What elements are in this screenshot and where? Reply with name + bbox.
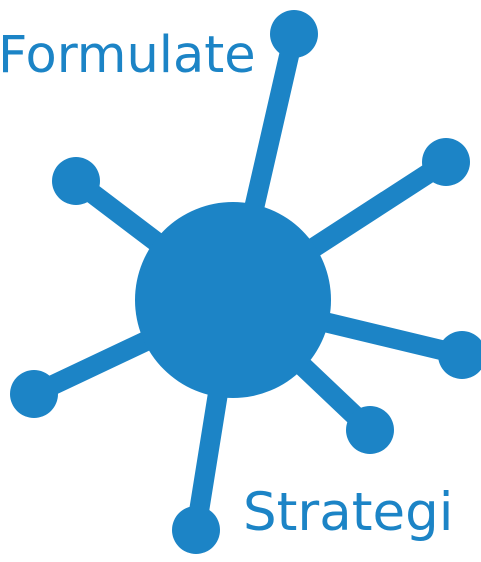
caption-formulate: Formulate bbox=[0, 26, 256, 85]
caption-strategi: Strategi bbox=[243, 482, 454, 543]
node-lower-right bbox=[346, 406, 394, 454]
node-upper-left bbox=[52, 157, 100, 205]
hub-node bbox=[135, 202, 331, 398]
node-lower-left bbox=[10, 370, 58, 418]
node-top bbox=[270, 10, 318, 58]
node-bottom bbox=[172, 506, 220, 554]
node-right bbox=[438, 331, 481, 379]
node-upper-right bbox=[422, 138, 470, 186]
